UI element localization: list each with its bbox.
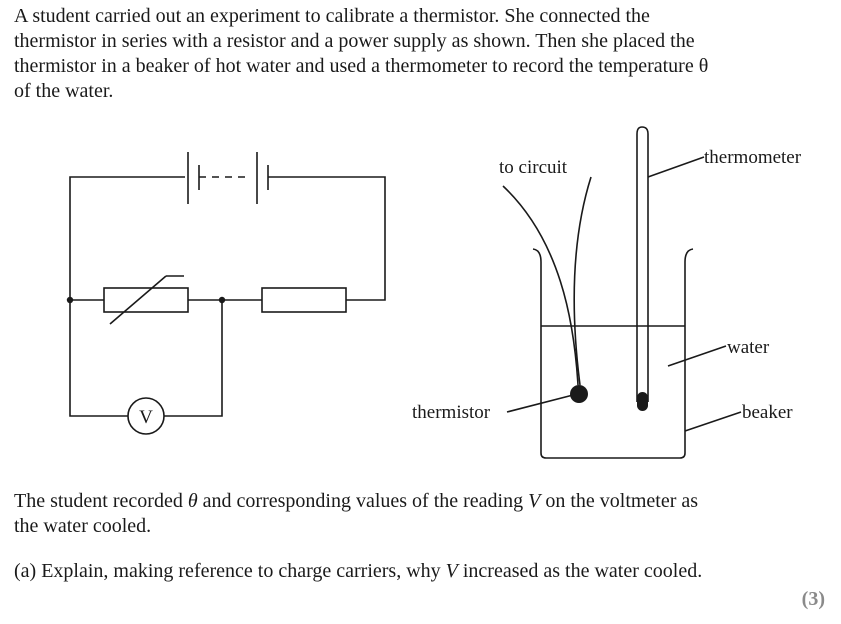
thermometer-tube (636, 126, 649, 402)
intro-line-1: A student carried out an experiment to c… (14, 5, 650, 27)
description-text-b: and corresponding values of the reading (197, 490, 529, 512)
thermistor-lead-2 (573, 176, 592, 386)
label-beaker: beaker (742, 402, 793, 423)
voltmeter-wire-left (69, 300, 128, 417)
question-text-b: increased as the water cooled. (457, 560, 703, 582)
question-a: (a) Explain, making reference to charge … (14, 559, 702, 584)
fixed-resistor-symbol (261, 287, 347, 313)
label-thermistor: thermistor (412, 402, 491, 423)
thermistor-symbol (103, 287, 189, 313)
water-pointer (667, 345, 727, 367)
question-v-symbol: V (445, 560, 458, 582)
intro-line-4: of the water. (14, 80, 114, 102)
intro-line-3: thermistor in a beaker of hot water and … (14, 55, 709, 77)
description-line-2: the water cooled. (14, 515, 152, 537)
label-thermometer: thermometer (704, 147, 802, 168)
voltmeter-label: V (139, 407, 153, 428)
thermistor-bead (570, 385, 588, 403)
voltmeter-symbol (127, 397, 165, 435)
junction-dot-right (218, 296, 226, 304)
thermistor-pointer (506, 393, 578, 413)
thermometer-bulb (637, 392, 648, 411)
intro-line-2: thermistor in series with a resistor and… (14, 30, 695, 52)
question-part-label: (a) (14, 560, 37, 582)
question-text-a: Explain, making reference to charge carr… (36, 560, 446, 582)
circuit-wire-top-right (268, 176, 386, 301)
thermistor-lead-1 (502, 185, 579, 386)
beaker-apparatus (502, 126, 742, 459)
description-line-1: The student recorded θ and corresponding… (14, 489, 698, 514)
voltmeter-wire-right (164, 300, 223, 417)
beaker-pointer (684, 411, 742, 432)
thermometer-pointer (647, 156, 705, 178)
label-to-circuit: to circuit (499, 157, 568, 178)
experiment-diagram: V to circuit thermometer water thermisto… (66, 126, 802, 459)
circuit-wire-top (69, 176, 185, 300)
intro-text: A student carried out an experiment to c… (14, 4, 804, 104)
thermistor-diagonal (109, 275, 167, 325)
beaker-outline (532, 248, 694, 459)
description-text-a: The student recorded (14, 490, 188, 512)
junction-dot-left (66, 296, 74, 304)
description-text-c: on the voltmeter as (540, 490, 699, 512)
circuit-diagram (69, 152, 386, 435)
theta-symbol: θ (187, 490, 198, 512)
v-symbol: V (528, 490, 541, 512)
label-water: water (727, 337, 770, 358)
marks-indicator: (3) (801, 588, 825, 610)
